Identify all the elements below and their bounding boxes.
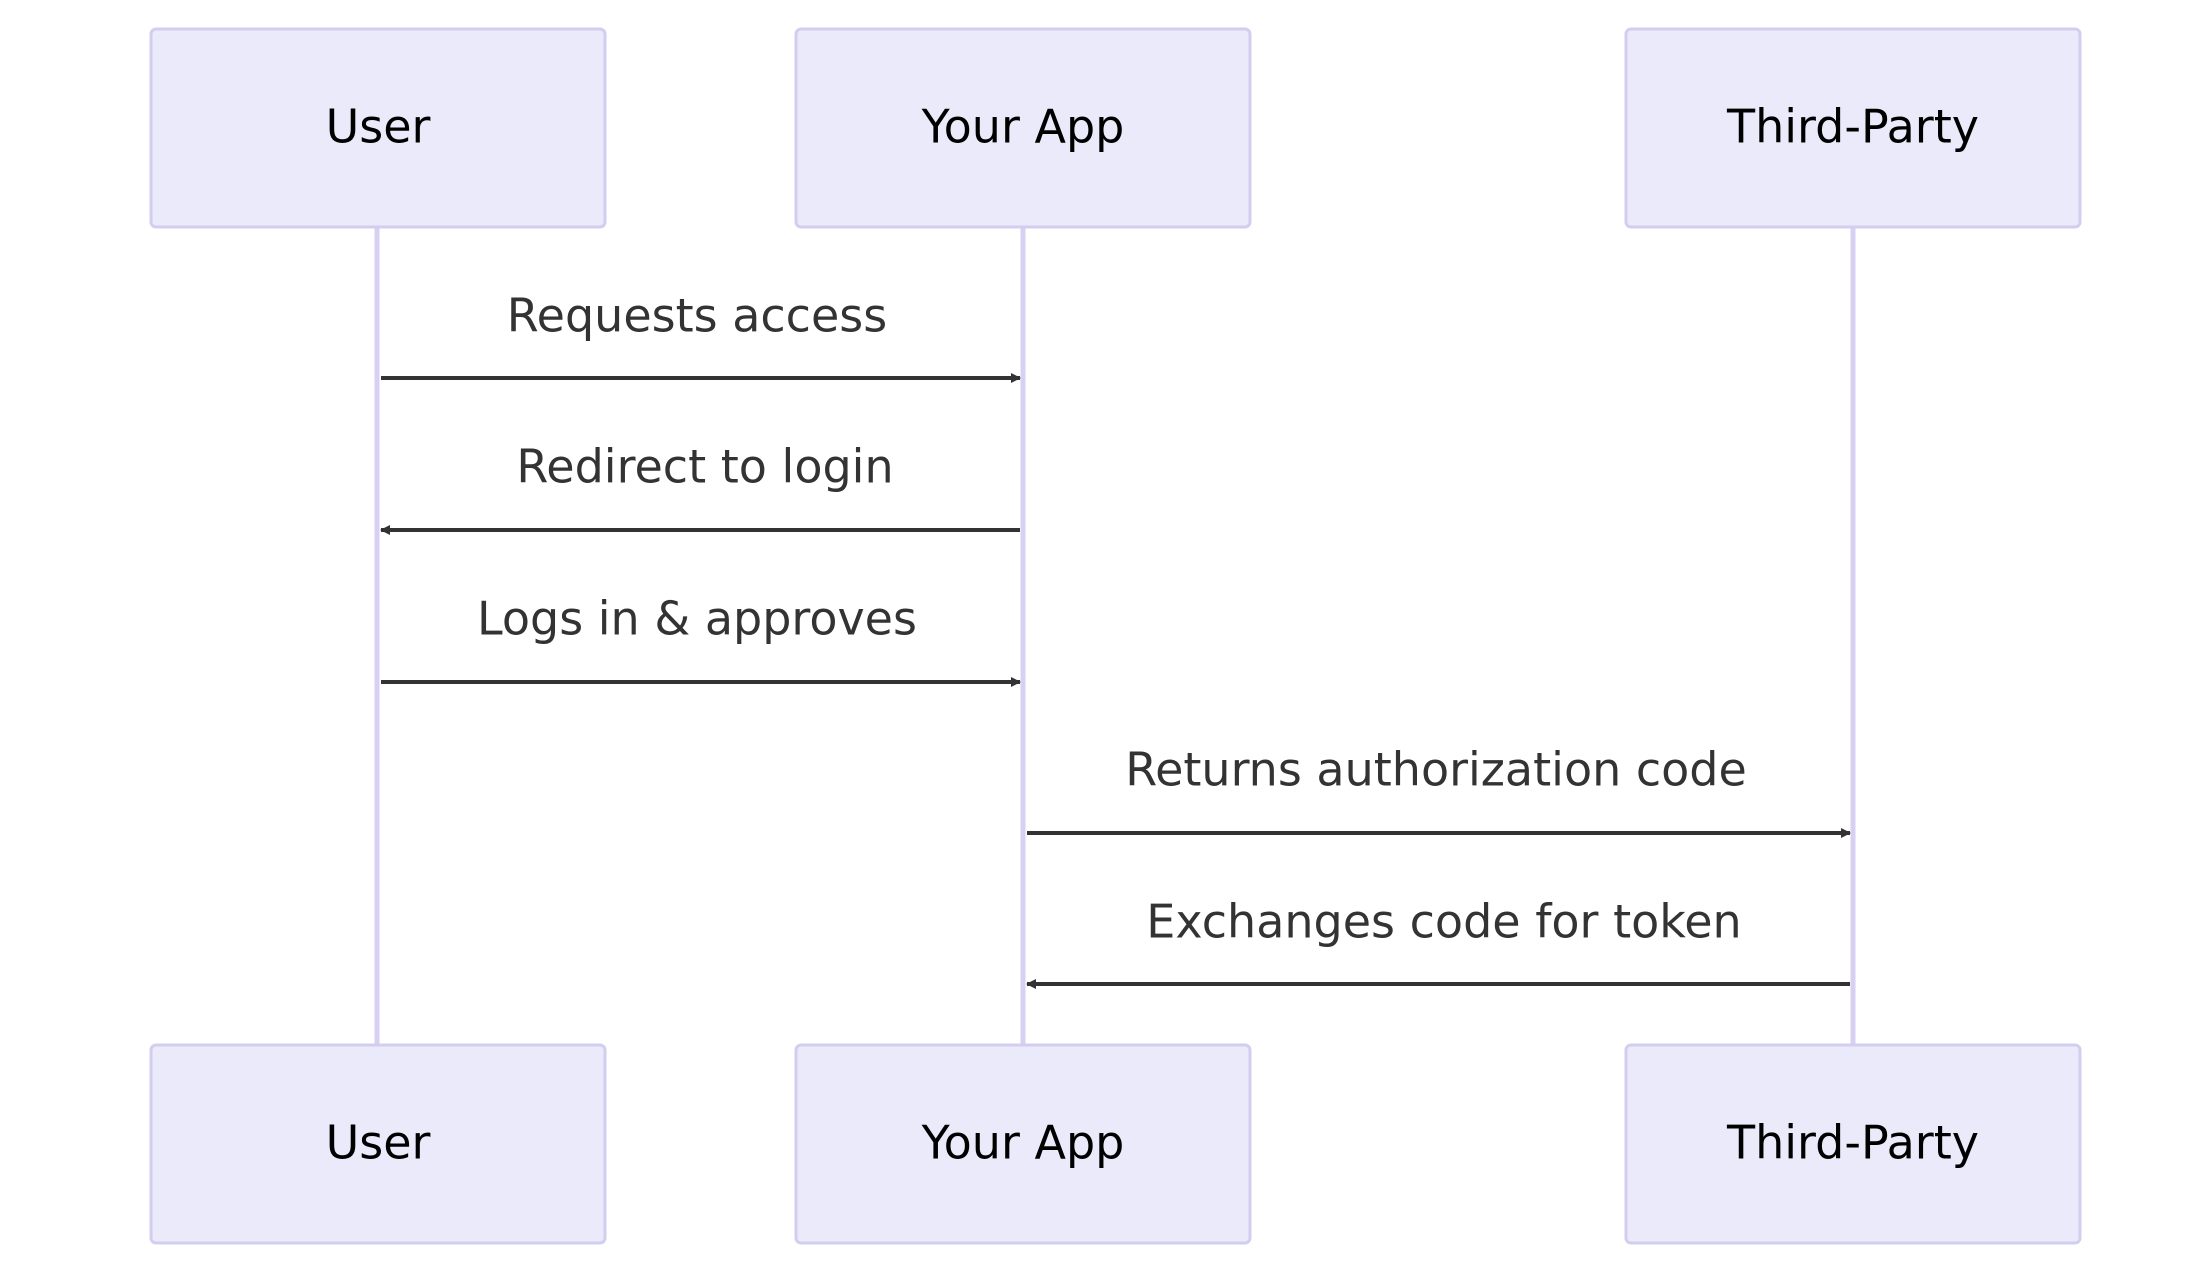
actor-label: Your App: [921, 1116, 1125, 1170]
actor-bottom-third-party: Third-Party: [1624, 1043, 2082, 1245]
message-3: Logs in & approves: [381, 592, 1021, 687]
message-label: Redirect to login: [516, 440, 893, 494]
actor-box: [1624, 1043, 2082, 1245]
message-label: Returns authorization code: [1125, 743, 1747, 797]
message-label: Requests access: [507, 289, 887, 343]
actor-bottom-your-app: Your App: [794, 1043, 1252, 1245]
actor-top-your-app: Your App: [794, 27, 1252, 229]
actor-label: User: [326, 1116, 431, 1170]
actor-box: [149, 27, 607, 229]
message-2: Redirect to login: [380, 440, 1020, 535]
message-1: Requests access: [381, 289, 1021, 383]
message-label: Exchanges code for token: [1146, 895, 1741, 949]
message-5: Exchanges code for token: [1026, 895, 1850, 989]
actor-label: Third-Party: [1726, 1116, 1979, 1170]
actor-bottom-user: User: [149, 1043, 607, 1245]
actor-box: [1624, 27, 2082, 229]
actor-label: Third-Party: [1726, 100, 1979, 154]
actor-box: [149, 1043, 607, 1245]
message-label: Logs in & approves: [477, 592, 917, 646]
actor-label: Your App: [921, 100, 1125, 154]
actor-box: [794, 27, 1252, 229]
actor-box: [794, 1043, 1252, 1245]
actor-top-user: User: [149, 27, 607, 229]
actor-label: User: [326, 100, 431, 154]
actor-top-third-party: Third-Party: [1624, 27, 2082, 229]
message-4: Returns authorization code: [1027, 743, 1851, 838]
